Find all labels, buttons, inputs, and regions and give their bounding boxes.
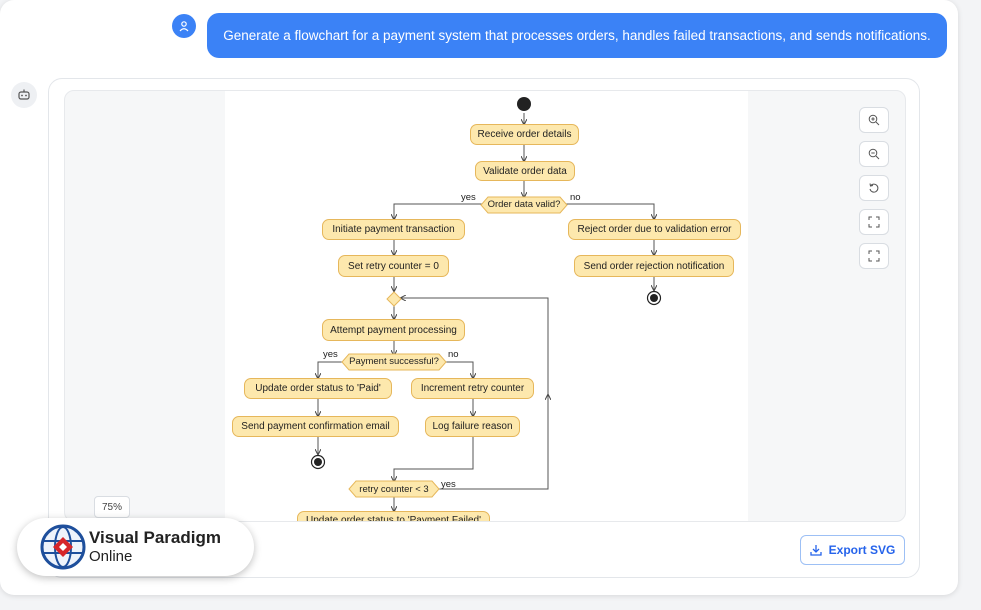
logo-title: Visual Paradigm [89, 528, 221, 547]
bot-icon [18, 89, 30, 100]
end-node [646, 290, 662, 306]
decision-retry-counter-shape [348, 480, 440, 498]
decision-payment-success[interactable]: Payment successful? [349, 356, 439, 367]
download-icon [810, 545, 822, 556]
reset-view-button[interactable] [859, 175, 889, 201]
fit-screen-button[interactable] [859, 209, 889, 235]
diagram-paper: Receive order details Validate order dat… [225, 91, 748, 521]
user-avatar [172, 14, 196, 38]
node-reject-order[interactable]: Reject order due to validation error [568, 219, 741, 240]
node-send-confirmation[interactable]: Send payment confirmation email [232, 416, 399, 437]
visual-paradigm-logo[interactable]: Visual Paradigm Online [17, 518, 254, 576]
start-node [517, 97, 531, 111]
diagram-canvas[interactable]: Receive order details Validate order dat… [64, 90, 906, 522]
node-update-failed[interactable]: Update order status to 'Payment Failed' [297, 511, 490, 521]
label-no: no [570, 192, 581, 203]
zoom-in-icon [868, 114, 880, 126]
fullscreen-icon [868, 250, 880, 262]
zoom-in-button[interactable] [859, 107, 889, 133]
node-initiate-payment[interactable]: Initiate payment transaction [322, 219, 465, 240]
node-receive-order[interactable]: Receive order details [470, 124, 579, 145]
node-log-failure[interactable]: Log failure reason [425, 416, 520, 437]
decision-order-valid[interactable]: Order data valid? [487, 199, 561, 210]
reset-icon [869, 183, 879, 193]
diagram-edges [225, 113, 748, 521]
visual-paradigm-logo-icon [40, 524, 86, 570]
merge-node [386, 291, 402, 307]
label-yes: yes [461, 192, 476, 203]
response-card: Receive order details Validate order dat… [48, 78, 920, 578]
decision-payment-success-shape [341, 353, 447, 371]
end-node [310, 454, 326, 470]
chat-window: Generate a flowchart for a payment syste… [0, 0, 958, 595]
label-yes: yes [441, 479, 456, 490]
label-yes: yes [323, 349, 338, 360]
user-message: Generate a flowchart for a payment syste… [207, 13, 947, 58]
node-validate-order[interactable]: Validate order data [475, 161, 575, 181]
logo-subtitle: Online [89, 548, 133, 565]
zoom-out-icon [868, 148, 880, 160]
node-set-retry-counter[interactable]: Set retry counter = 0 [338, 255, 449, 277]
zoom-out-button[interactable] [859, 141, 889, 167]
bot-avatar [11, 82, 37, 108]
label-no: no [448, 349, 459, 360]
export-svg-label: Export SVG [828, 543, 896, 557]
fullscreen-button[interactable] [859, 243, 889, 269]
export-svg-button[interactable]: Export SVG [800, 535, 905, 565]
node-increment-retry[interactable]: Increment retry counter [411, 378, 534, 399]
fit-screen-icon [868, 216, 880, 228]
node-attempt-payment[interactable]: Attempt payment processing [322, 319, 465, 341]
node-send-rejection[interactable]: Send order rejection notification [574, 255, 734, 277]
decision-order-valid-shape [480, 196, 568, 214]
node-update-paid[interactable]: Update order status to 'Paid' [244, 378, 392, 399]
user-icon [179, 21, 189, 32]
zoom-level: 75% [94, 496, 130, 518]
decision-retry-counter[interactable]: retry counter < 3 [359, 484, 429, 495]
